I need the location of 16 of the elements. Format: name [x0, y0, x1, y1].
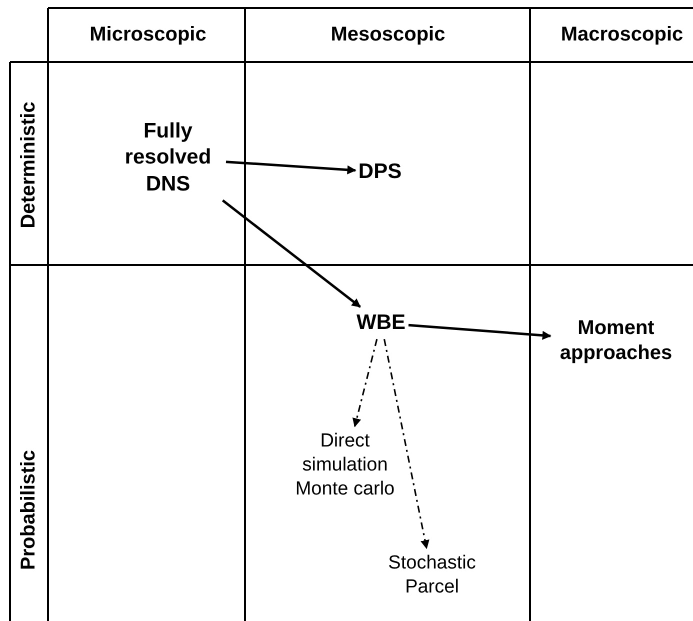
- method-label: Fully resolved DNS: [113, 118, 223, 198]
- column-header: Macroscopic: [560, 22, 684, 48]
- method-label: Stochastic Parcel: [374, 551, 490, 599]
- method-label: WBE: [356, 310, 406, 336]
- arrow: [222, 199, 361, 308]
- method-label: Direct simulation Monte carlo: [280, 429, 410, 501]
- arrow: [408, 324, 552, 340]
- method-label: DPS: [358, 158, 402, 186]
- row-header: Probabilistic: [16, 450, 40, 570]
- arrow: [226, 160, 356, 174]
- dashed-arrow: [352, 338, 378, 428]
- column-header: Microscopic: [90, 22, 206, 48]
- column-header: Mesoscopic: [330, 22, 446, 48]
- method-label: Moment approaches: [554, 316, 678, 366]
- row-header: Deterministic: [16, 102, 40, 228]
- dashed-arrow: [383, 338, 430, 550]
